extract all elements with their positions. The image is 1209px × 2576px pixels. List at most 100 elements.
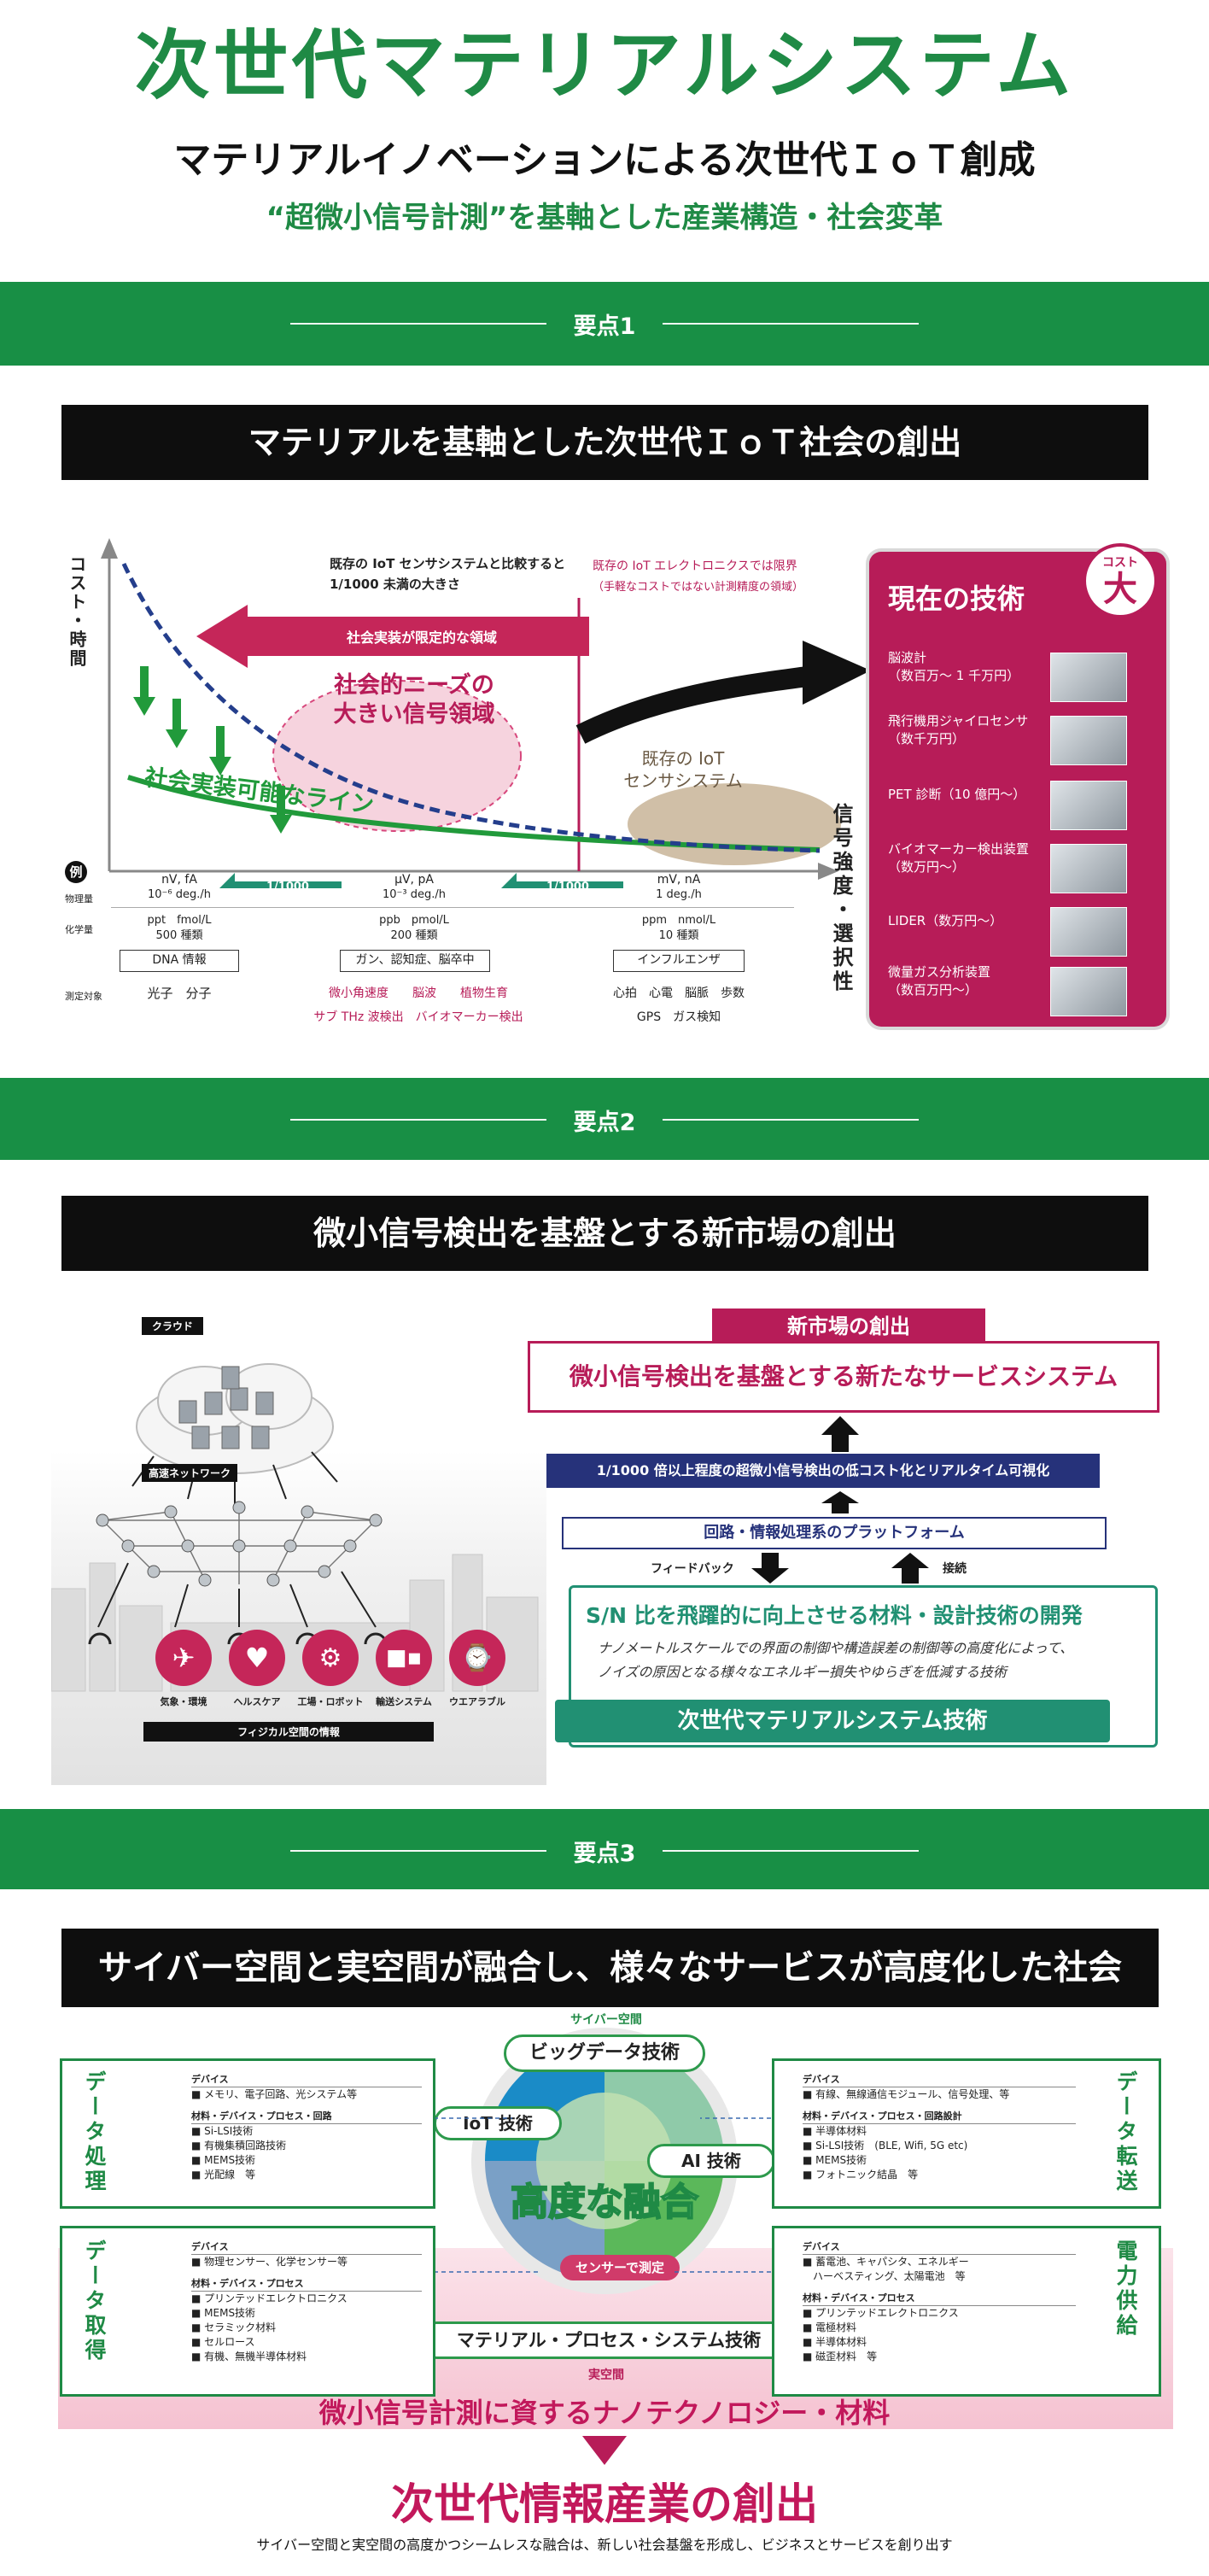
section1-chart	[101, 538, 871, 888]
tech-item: PET 診断（10 億円～）	[888, 777, 1127, 832]
limited-region-arrow	[196, 605, 589, 668]
list-item: ■ MEMS技術	[191, 2307, 256, 2319]
list-item: ■ 磁歪材料 等	[803, 2351, 878, 2362]
data-acquire-title: データ取得	[82, 2239, 107, 2363]
new-market-box: 微小信号検出を基盤とする新たなサービスシステム	[528, 1341, 1159, 1413]
data-process-title: データ処理	[82, 2070, 107, 2194]
gyro-image	[1050, 716, 1127, 765]
row-divider	[111, 907, 794, 908]
ratio-arrow-1	[219, 873, 342, 888]
up-arrow-2	[821, 1491, 859, 1513]
point3-label: 要点3	[573, 1841, 636, 1867]
lidar-image	[1050, 907, 1127, 957]
up-arrow-1	[821, 1416, 859, 1452]
col3-chem2: 10 種類	[658, 929, 699, 942]
icon-label: 気象・環境	[160, 1696, 207, 1707]
list-item: ■ 有機、無機半導体材料	[191, 2351, 307, 2362]
feedback-label: フィードバック	[651, 1562, 734, 1576]
ratio-label-2: 1/1000	[546, 881, 589, 893]
connectors	[434, 2117, 779, 2273]
subtitle: マテリアルイノベーションによる次世代ＩｏＴ創成	[173, 138, 1036, 182]
heading-device: デバイス	[803, 2072, 1076, 2087]
lowcost-box: 1/1000 倍以上程度の超微小信号検出の低コスト化とリアルタイム可視化	[546, 1454, 1100, 1488]
col1-targets: 光子 分子	[147, 986, 212, 1001]
power-supply-title: 電力供給	[1113, 2239, 1138, 2339]
existing-region	[628, 783, 841, 865]
ratio-label-1: 1/1000	[266, 881, 309, 893]
needs-label-1: 社会的ニーズの	[334, 672, 494, 699]
power-supply-list: デバイス ■ 蓄電池、キャパシタ、エネルギー ハーベスティング、太陽電池 等 材…	[803, 2239, 1076, 2364]
cost-curve	[121, 562, 821, 853]
eeg-image	[1050, 653, 1127, 702]
watch-icon: ⌚	[449, 1630, 505, 1686]
list-item: ■ 半導体材料	[803, 2336, 867, 2348]
pet-image	[1050, 781, 1127, 830]
connect-label: 接続	[943, 1562, 967, 1576]
col1-box: DNA 情報	[120, 950, 239, 972]
heading-material: 材料・デバイス・プロセス	[803, 2291, 1076, 2306]
list-item: ■ フォトニック結晶 等	[803, 2169, 919, 2181]
list-item: ■ 有線、無線通信モジュール、信号处理、等	[803, 2088, 1010, 2100]
col2-chem1: ppb pmol/L	[379, 914, 449, 927]
data-transfer-box	[772, 2058, 1161, 2209]
tech-item-line1: バイオマーカー検出装置	[888, 841, 1030, 857]
list-item: ■ セルロース	[191, 2336, 255, 2348]
heading-device: デバイス	[803, 2239, 1076, 2255]
list-item: ハーベスティング、太陽電池 等	[803, 2270, 966, 2282]
nano-line: 微小信号計測に資するナノテクノロジー・材料	[318, 2397, 891, 2429]
x-axis-label: 信号強度・選択性	[829, 803, 853, 994]
list-item: ■ 物理センサー、化学センサー等	[191, 2256, 348, 2268]
note-limit-1: 既存の IoT エレクトロニクスでは限界	[593, 559, 797, 573]
heading-material: 材料・デバイス・プロセス	[191, 2276, 422, 2292]
section2-banner: 微小信号検出を基盤とする新市場の創出	[61, 1196, 1148, 1271]
sn-desc-2: ノイズの原因となる様々なエネルギー損失やゆらぎを低減する技術	[598, 1664, 1007, 1680]
cloud-label: クラウド	[142, 1317, 204, 1335]
network-diagram	[51, 1363, 539, 1692]
tech-item-line1: PET 診断（10 億円～）	[888, 787, 1026, 802]
heading-device: デバイス	[191, 2072, 422, 2087]
list-item: ■ 電極材料	[803, 2321, 857, 2333]
icon-label: 工場・ロボット	[297, 1696, 364, 1707]
tech-item: LIDER（数万円～）	[888, 904, 1127, 958]
list-item: ■ プリンテッドエレクトロニクス	[803, 2307, 959, 2319]
tech-item-line1: LIDER（数万円～）	[888, 913, 1003, 928]
cyber-space-label: サイバー空間	[570, 2013, 642, 2027]
physical-label: フィジカル空間の情報	[143, 1722, 434, 1742]
list-item: ■ セラミック材料	[191, 2321, 277, 2333]
tagline: “超微小信号計測”を基軸とした産業構造・社会変革	[266, 201, 943, 235]
needs-label-2: 大きい信号領域	[333, 701, 495, 728]
row-chemical: 化学量	[65, 924, 93, 935]
sn-title: S/N 比を飛躍的に向上させる材料・設計技術の開発	[586, 1603, 1083, 1628]
list-item: ■ Si-LSI技術	[191, 2125, 254, 2137]
list-item: ■ プリンテッドエレクトロニクス	[191, 2292, 348, 2304]
point1-label: 要点1	[573, 313, 636, 340]
platform-box: 回路・情報処理系のプラットフォーム	[562, 1517, 1107, 1549]
section1-banner: マテリアルを基軸とした次世代ＩｏＴ社会の創出	[61, 405, 1148, 480]
heart-icon: ♥	[229, 1630, 285, 1686]
row-physical: 物理量	[65, 893, 93, 905]
bigdata-pill: ビッグデータ技術	[504, 2034, 705, 2072]
data-process-box	[60, 2058, 435, 2209]
col2-box: ガン、認知症、脳卒中	[340, 950, 490, 972]
col1-phys1: nV, fA	[161, 873, 197, 887]
tech-item-line2: （数百万～ 1 千万円）	[888, 668, 1020, 683]
tech-item-line2: （数千万円）	[888, 731, 966, 746]
cost-badge-label: コスト	[1102, 556, 1138, 570]
data-acquire-list: デバイス ■ 物理センサー、化学センサー等 材料・デバイス・プロセス ■ プリン…	[191, 2239, 422, 2364]
sensor-label: センサーで測定	[560, 2255, 680, 2280]
point3-band: 要点3	[0, 1809, 1209, 1889]
biomarker-image	[1050, 844, 1127, 893]
tech-item-line1: 飛行機用ジャイロセンサ	[888, 713, 1029, 729]
new-market-main: 微小信号検出を基盤とする新たなサービスシステム	[569, 1362, 1118, 1390]
real-space-label: 実空間	[588, 2368, 624, 2382]
col2-phys2: 10⁻³ deg./h	[382, 888, 446, 901]
section3-banner: サイバー空間と実空間が融合し、様々なサービスが高度化した社会	[61, 1929, 1159, 2007]
list-item: ■ 蓄電池、キャパシタ、エネルギー	[803, 2256, 969, 2268]
data-transfer-title: データ転送	[1113, 2070, 1138, 2194]
tech-item-line2: （数百万円～）	[888, 982, 978, 998]
limited-region-label: 社会実装が限定的な領域	[347, 629, 498, 646]
col3-phys2: 1 deg./h	[656, 888, 702, 901]
row-target: 測定対象	[65, 991, 102, 1002]
down-arrows	[133, 666, 292, 834]
tech-item-line2: （数万円～）	[888, 859, 966, 875]
